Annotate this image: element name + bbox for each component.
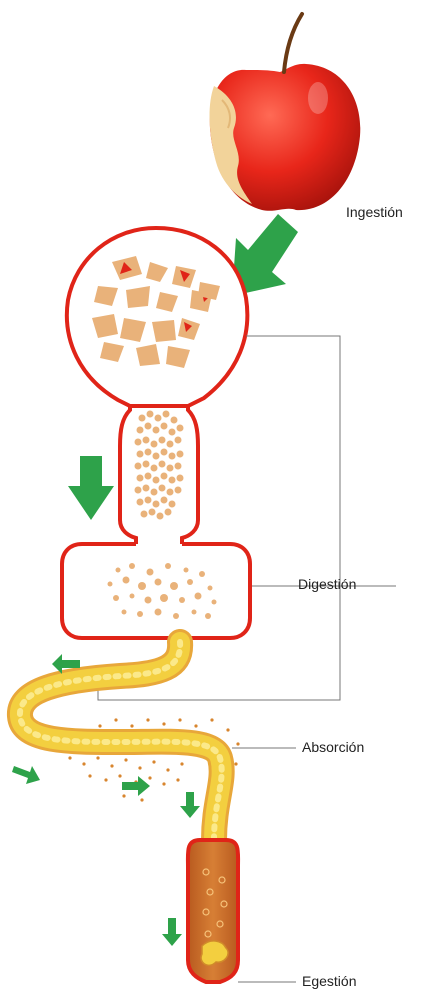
arrow-right-green-icon [12, 766, 40, 784]
arrow-down-green-icon [180, 792, 200, 818]
rectum [188, 840, 238, 982]
label-absorption: Absorción [302, 739, 364, 755]
label-digestion: Digestión [298, 576, 356, 592]
stomach-chamber [62, 544, 250, 638]
mouth-chamber [67, 228, 247, 406]
arrow-down-green-icon [162, 918, 182, 946]
esophagus [120, 404, 198, 546]
intestine [20, 642, 240, 840]
arrow-down-green-icon [68, 456, 114, 520]
arrow-right-green-icon [122, 776, 150, 796]
label-egestion: Egestión [302, 973, 356, 989]
label-ingestion: Ingestión [346, 204, 403, 220]
apple-icon [210, 14, 361, 211]
